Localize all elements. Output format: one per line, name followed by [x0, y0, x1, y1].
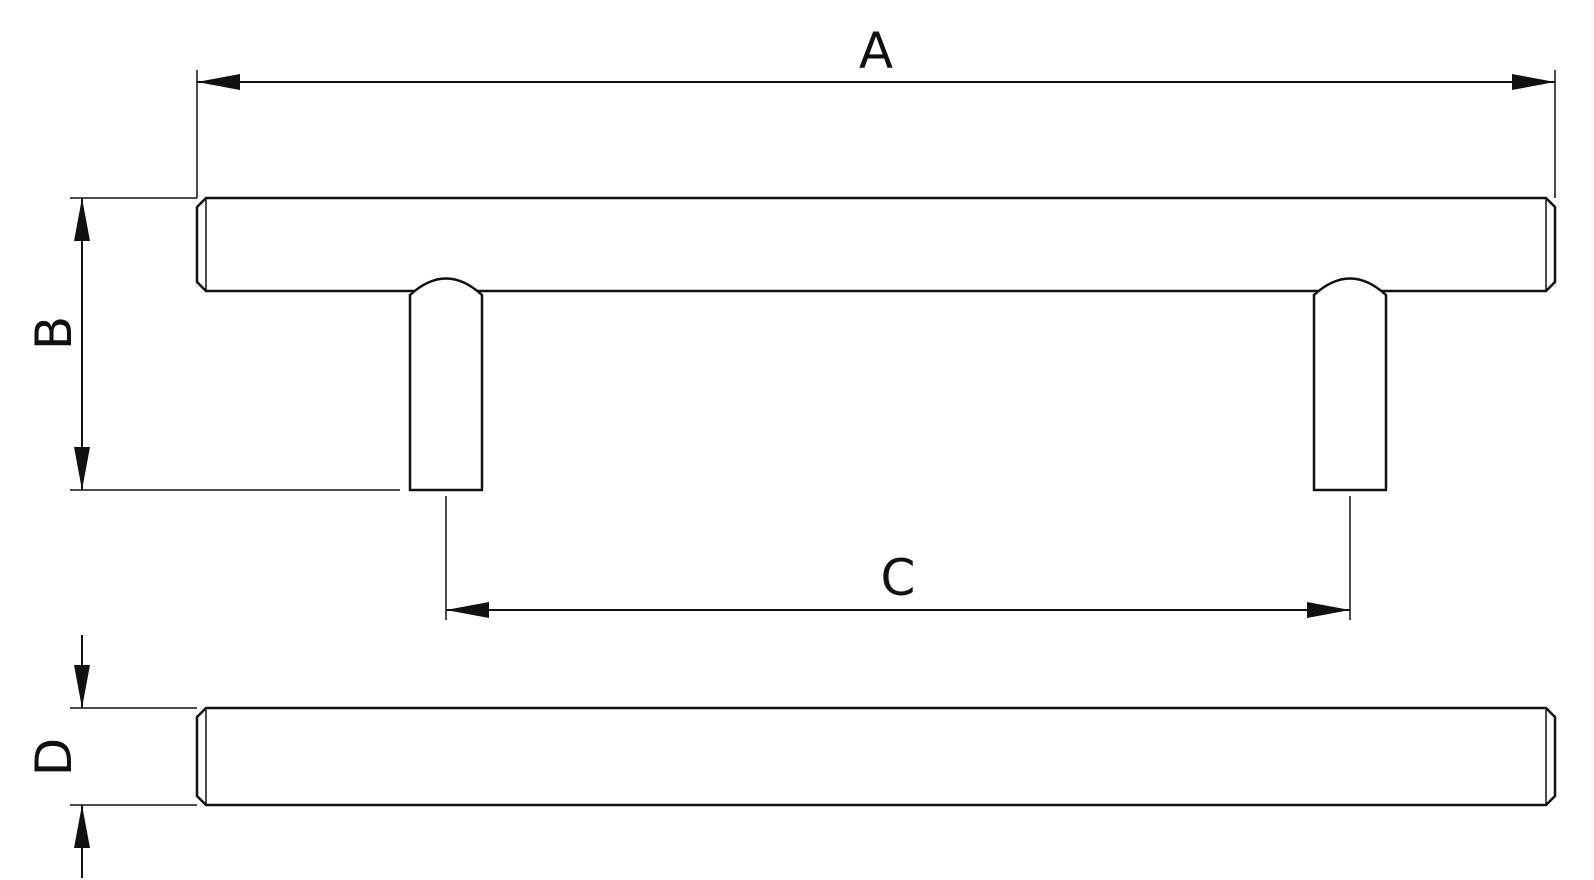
- dimension-a-label: A: [859, 22, 893, 80]
- dimension-b-label: B: [25, 316, 83, 350]
- dimension-d-arrow-top: [74, 665, 90, 708]
- dimension-c-label: C: [881, 549, 916, 607]
- handle-leg-right: [1312, 277, 1388, 492]
- handle-bar-side: [195, 706, 1557, 807]
- dimension-d: D: [25, 635, 197, 878]
- handle-top-view: [195, 196, 1557, 492]
- dimension-b-arrow-top: [74, 198, 90, 241]
- dimension-c: C: [445, 496, 1351, 620]
- handle-side-view: [195, 706, 1557, 807]
- dimension-b: B: [25, 197, 400, 491]
- dimension-b-arrow-bottom: [74, 447, 90, 490]
- dimension-a-arrow-left: [197, 74, 240, 90]
- dimension-c-arrow-left: [446, 602, 489, 618]
- dimension-d-arrow-bottom: [74, 805, 90, 848]
- dimension-a: A: [196, 22, 1556, 198]
- dimension-d-label: D: [25, 738, 83, 777]
- dimension-c-arrow-right: [1307, 602, 1350, 618]
- handle-leg-left: [408, 277, 484, 492]
- handle-bar-top: [195, 196, 1557, 293]
- dimension-a-arrow-right: [1512, 74, 1555, 90]
